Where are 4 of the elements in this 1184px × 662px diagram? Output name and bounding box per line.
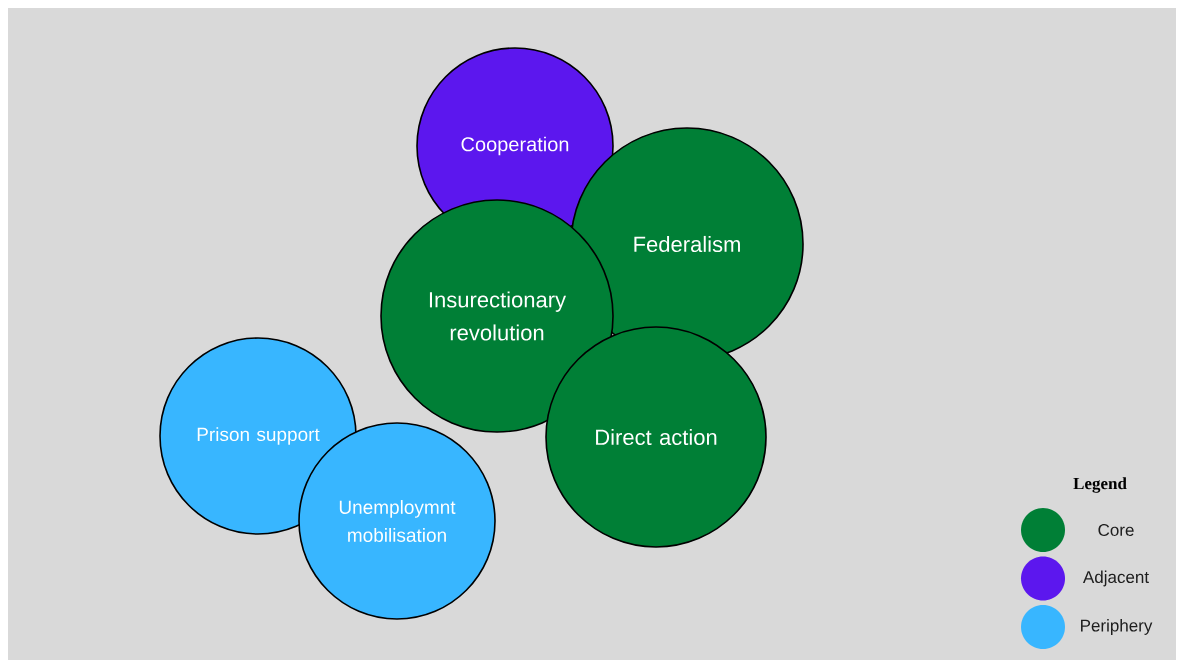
legend-title: Legend bbox=[1073, 477, 1127, 493]
legend-label: Adjacent bbox=[1082, 570, 1149, 587]
legend-label: Core bbox=[1098, 524, 1134, 537]
legend-label: Periphery bbox=[1081, 619, 1153, 635]
